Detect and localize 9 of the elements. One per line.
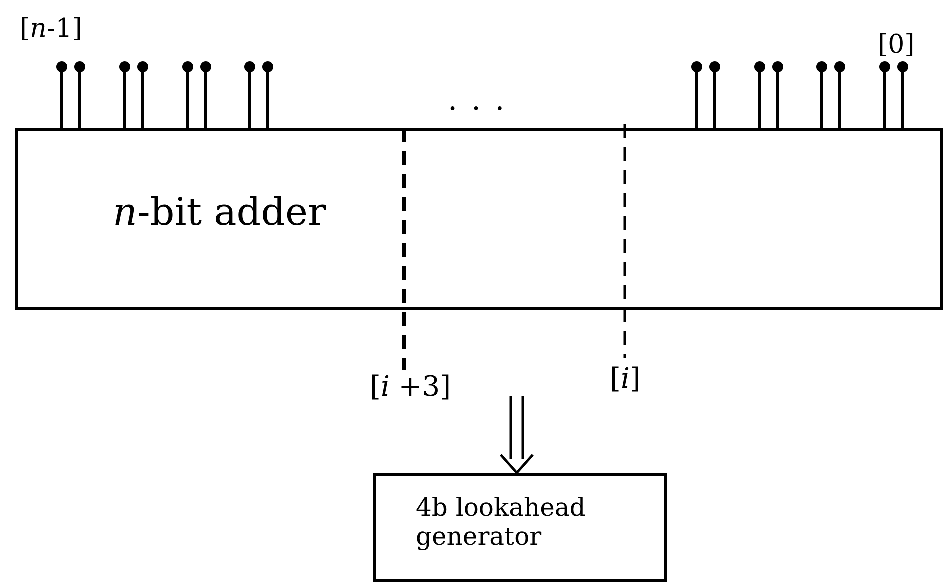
- bit-index-label: [i]: [610, 365, 641, 393]
- bit-index-label: [n-1]: [20, 16, 82, 42]
- adder-box: [15, 128, 943, 310]
- block-label: 4b lookahead generator: [416, 494, 587, 552]
- generator-box: [373, 473, 667, 582]
- bit-index-label: [i +3]: [370, 373, 452, 401]
- bit-index-label: [0]: [878, 32, 915, 58]
- ellipsis: ...: [448, 86, 519, 116]
- block-label: n-bit adder: [113, 193, 326, 231]
